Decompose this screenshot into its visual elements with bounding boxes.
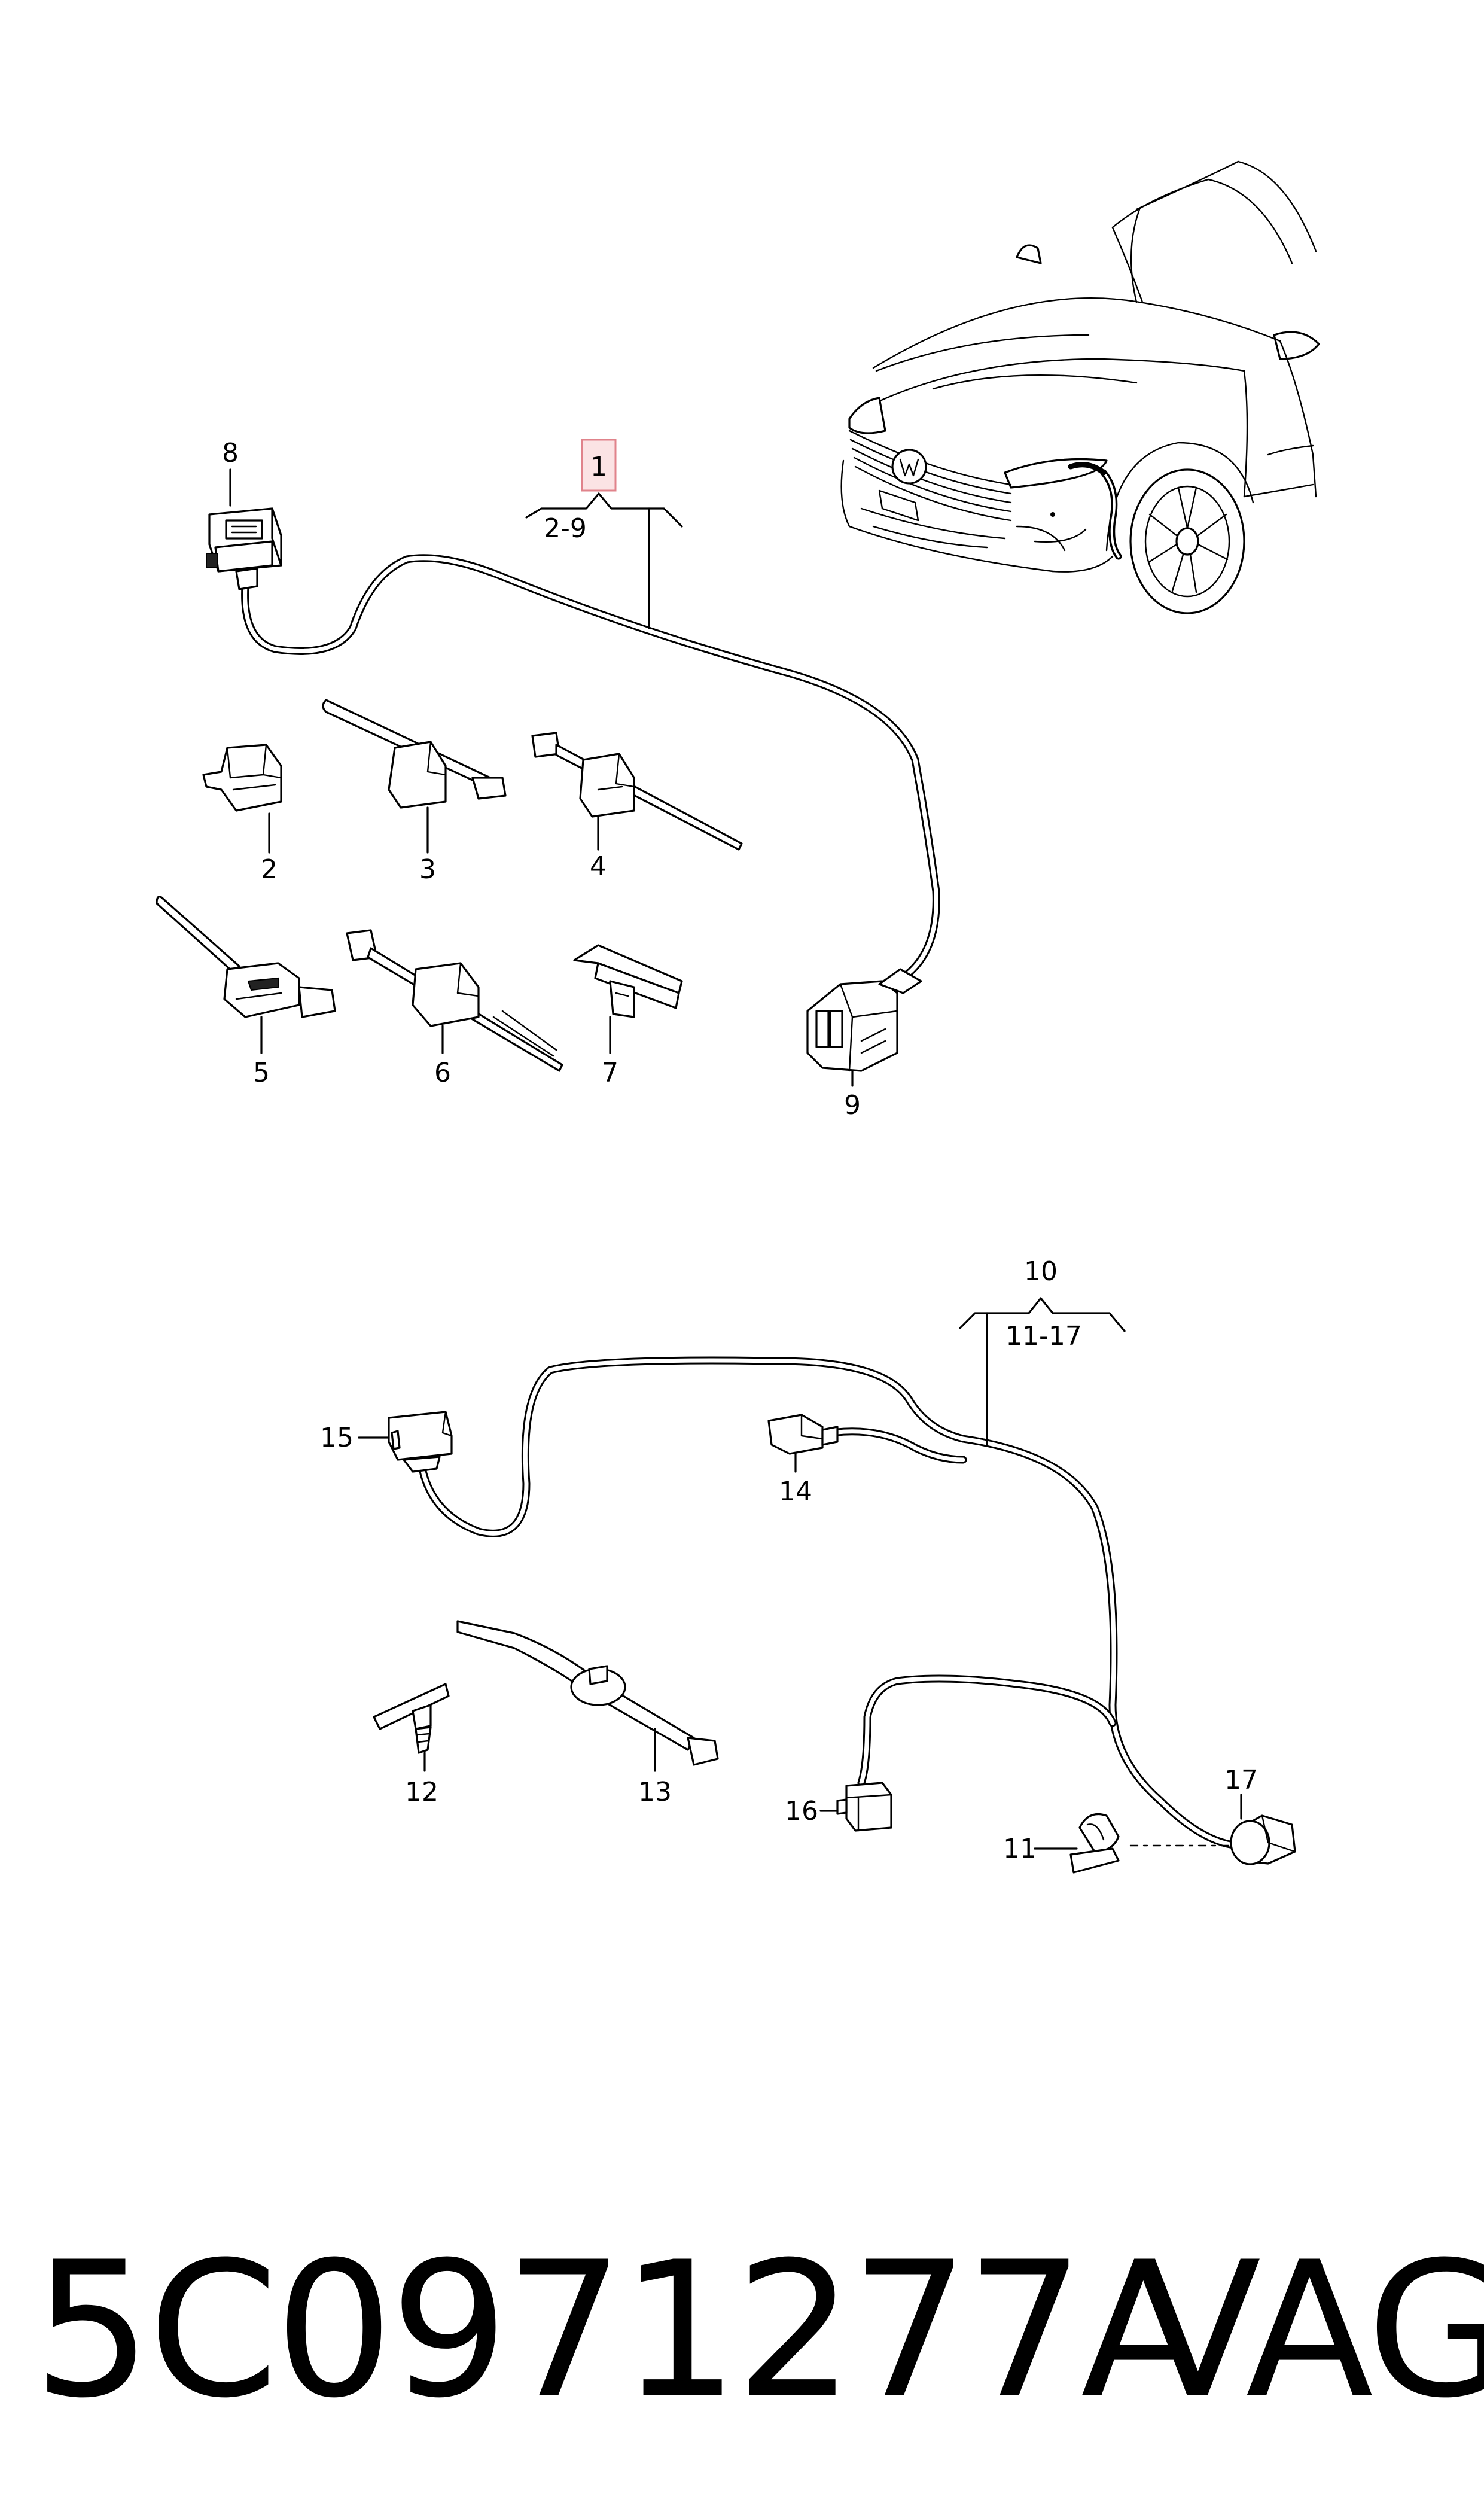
callout-15: 15 (320, 1423, 354, 1453)
car-illustration (840, 160, 1320, 614)
callout-10-range: 11-17 (1005, 1321, 1082, 1351)
clip-12 (373, 1683, 450, 1754)
connector-16 (836, 1782, 892, 1832)
callout-14: 14 (779, 1476, 812, 1507)
callout-11: 11 (1003, 1834, 1037, 1864)
callout-7: 7 (602, 1058, 618, 1088)
callout-1-group: 1 2-9 (525, 439, 683, 629)
cable-tie-13 (456, 1620, 719, 1766)
connector-14 (767, 1414, 839, 1455)
connector-17 (1230, 1814, 1296, 1865)
clip-2 (202, 744, 282, 812)
callout-10: 10 (1024, 1256, 1058, 1287)
callout-9: 9 (844, 1090, 861, 1121)
clip-11 (1069, 1813, 1230, 1874)
connector-8 (206, 507, 282, 590)
callout-12: 12 (405, 1777, 438, 1807)
callout-8: 8 (222, 438, 239, 468)
connector-9 (806, 968, 922, 1072)
cable-tie-4 (531, 732, 743, 851)
brand-name: VAG (1133, 2221, 1484, 2439)
callout-3: 3 (419, 854, 436, 885)
callout-17: 17 (1224, 1765, 1258, 1795)
callout-13: 13 (638, 1777, 672, 1807)
harness-1 (241, 554, 940, 985)
callout-10-group: 10 11-17 (959, 1256, 1126, 1446)
callout-1: 1 (590, 452, 607, 482)
callout-1-highlight (581, 439, 617, 492)
connector-15 (388, 1411, 453, 1473)
callouts-lower: 11 12 13 14 15 16 17 (320, 1423, 1258, 1864)
cable-tie-6 (346, 929, 563, 1072)
harness-10 (418, 1356, 1242, 1850)
clip-7 (573, 944, 683, 1018)
callout-1-range: 2-9 (544, 513, 587, 544)
cable-tie-5 (156, 896, 336, 1018)
footer-caption: 5C0971277A VAG (33, 2216, 1484, 2444)
callouts-upper: 2 3 4 5 6 7 8 9 (222, 438, 861, 1121)
callout-4: 4 (590, 851, 607, 882)
callout-6: 6 (434, 1058, 451, 1088)
callout-2: 2 (261, 854, 278, 885)
callout-5: 5 (253, 1058, 270, 1088)
part-number: 5C0971277A (33, 2221, 1208, 2439)
callout-16: 16 (785, 1796, 818, 1826)
cable-tie-3 (322, 699, 507, 809)
